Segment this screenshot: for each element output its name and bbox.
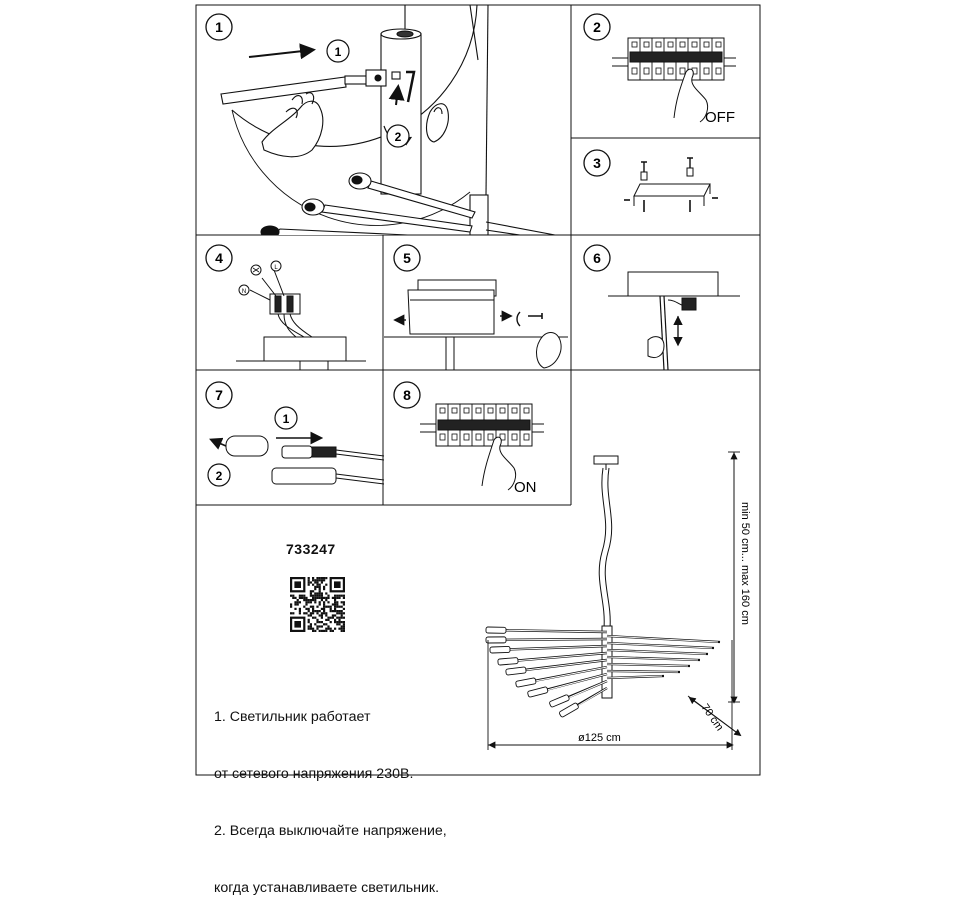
off-label: OFF xyxy=(705,109,735,126)
step-badge-2: 2 xyxy=(583,13,611,41)
step-badge-1: 1 xyxy=(205,13,233,41)
svg-text:8: 8 xyxy=(403,387,411,403)
panel-1-substep-1: 1 xyxy=(326,39,350,63)
rod-cap xyxy=(527,686,549,698)
fixture-rods xyxy=(485,626,721,718)
note-line-1: 1. Светильник работает xyxy=(214,709,371,725)
dimension-lines xyxy=(487,451,742,750)
panel-7-caps xyxy=(195,431,385,490)
panel-5-canopy xyxy=(384,279,568,370)
svg-text:4: 4 xyxy=(215,250,223,266)
step-badge-8: 8 xyxy=(393,381,421,409)
panel-4-wiring xyxy=(236,260,366,370)
step-badge-7: 7 xyxy=(205,381,233,409)
rod-cap xyxy=(497,657,519,666)
rod-cap xyxy=(559,702,579,718)
rod-cap xyxy=(485,626,507,634)
wire-label-l: L xyxy=(274,265,278,271)
height-dimension-label: min 50 cm... max 160 cm xyxy=(739,502,751,625)
svg-text:1: 1 xyxy=(283,412,290,426)
panel-7-substep-2: 2 xyxy=(207,463,231,487)
product-code: 733247 xyxy=(286,541,336,557)
diameter-dimension-label: ø125 cm xyxy=(578,732,621,744)
svg-text:2: 2 xyxy=(593,19,601,35)
rod-cap xyxy=(515,677,537,688)
panel-8-breaker-box xyxy=(420,403,544,491)
wire-label-n: N xyxy=(242,289,246,295)
step-badge-6: 6 xyxy=(583,244,611,272)
step-badge-4: 4 xyxy=(205,244,233,272)
svg-text:7: 7 xyxy=(215,387,223,403)
panel-7-substep-1: 1 xyxy=(274,406,298,430)
note-line-4: когда устанавливаете светильник. xyxy=(214,880,440,896)
rod-cap xyxy=(505,666,527,676)
panel-1-illustration xyxy=(220,5,556,235)
svg-text:2: 2 xyxy=(395,130,402,144)
panel-2-breaker-box xyxy=(612,37,736,123)
rod-cap xyxy=(485,636,507,644)
svg-text:3: 3 xyxy=(593,155,601,171)
svg-text:5: 5 xyxy=(403,250,411,266)
depth-dimension-label: 70 cm xyxy=(699,702,726,733)
svg-text:6: 6 xyxy=(593,250,601,266)
step-badge-3: 3 xyxy=(583,149,611,177)
panel-6-mount xyxy=(608,271,740,371)
svg-text:1: 1 xyxy=(335,45,342,59)
note-line-2: от сетевого напряжения 230В. xyxy=(214,766,414,782)
step-badge-5: 5 xyxy=(393,244,421,272)
svg-text:2: 2 xyxy=(216,469,223,483)
qr-code xyxy=(290,577,345,632)
svg-text:1: 1 xyxy=(215,19,223,35)
instruction-sheet: 1 2 3 4 5 6 7 8 xyxy=(195,4,761,776)
rod-cap xyxy=(549,694,570,708)
on-label: ON xyxy=(514,479,537,496)
note-line-3: 2. Всегда выключайте напряжение, xyxy=(214,823,447,839)
fixture-drawing xyxy=(593,455,619,699)
panel-3-bracket xyxy=(624,157,718,212)
rod-cap xyxy=(489,645,511,654)
safety-notes: 1. Светильник работает от сетевого напря… xyxy=(214,670,447,917)
panel-1-substep-2: 2 xyxy=(386,124,410,148)
